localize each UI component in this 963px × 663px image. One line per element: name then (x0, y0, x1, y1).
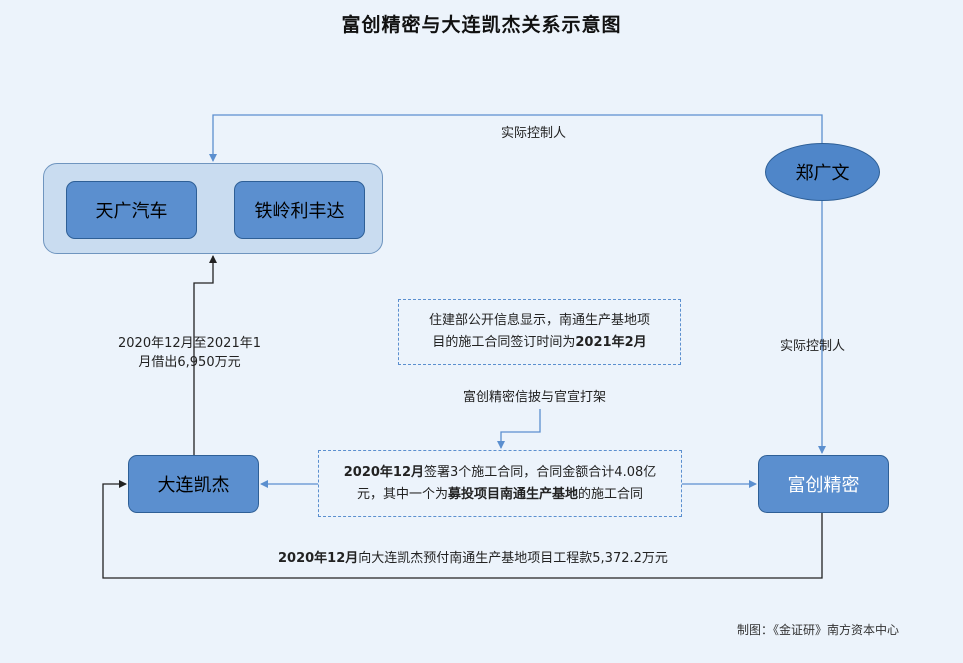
node-tianguang: 天广汽车 (66, 181, 197, 239)
contract-line1-text: 签署3个施工合同，合同金额合计4.08亿 (424, 464, 657, 480)
credit-text: 制图：《金证研》南方资本中心 (737, 623, 900, 637)
label-loan-line2: 月借出6,950万元 (138, 355, 241, 370)
label-disclosure: 富创精密信披与官宣打架 (463, 390, 607, 405)
contract-box: 2020年12月签署3个施工合同，合同金额合计4.08亿 元，其中一个为募投项目… (318, 450, 682, 517)
contract-date: 2020年12月 (343, 464, 425, 480)
page-title: 富创精密与大连凯杰关系示意图 (341, 14, 622, 36)
contract-line1: 2020年12月签署3个施工合同，合同金额合计4.08亿 (319, 462, 681, 484)
node-fuchuang: 富创精密 (758, 455, 889, 513)
prepay-text: 向大连凯杰预付南通生产基地项目工程款5,372.2万元 (358, 551, 668, 566)
notice-date: 2021年2月 (575, 335, 647, 350)
contract-line2: 元，其中一个为募投项目南通生产基地的施工合同 (319, 484, 681, 506)
label-controller-right: 实际控制人 (780, 339, 846, 354)
connector-disclosure (497, 409, 541, 449)
label-loan: 2020年12月至2021年1 月借出6,950万元 (118, 334, 261, 372)
notice-line2-text: 目的施工合同签订时间为 (432, 335, 576, 350)
node-tieling: 铁岭利丰达 (234, 181, 365, 239)
notice-line1: 住建部公开信息显示，南通生产基地项 (428, 313, 650, 328)
label-prepay: 2020年12月向大连凯杰预付南通生产基地项目工程款5,372.2万元 (278, 549, 668, 568)
contract-line2-pre: 元，其中一个为 (356, 486, 448, 502)
connector-zheng-to-group (209, 114, 823, 162)
connector-prepay (102, 480, 823, 579)
prepay-date: 2020年12月 (278, 551, 359, 566)
node-dalian-kaijie: 大连凯杰 (128, 455, 259, 513)
contract-project: 募投项目南通生产基地 (447, 486, 578, 502)
node-zheng-guangwen: 郑广文 (765, 143, 880, 201)
connector-dalian-to-group (193, 255, 217, 455)
label-controller-top: 实际控制人 (501, 126, 567, 141)
contract-line2-post: 的施工合同 (578, 486, 644, 502)
label-loan-line1: 2020年12月至2021年1 (118, 336, 261, 351)
notice-box: 住建部公开信息显示，南通生产基地项 目的施工合同签订时间为2021年2月 (398, 299, 681, 365)
notice-line2: 目的施工合同签订时间为2021年2月 (399, 332, 680, 354)
